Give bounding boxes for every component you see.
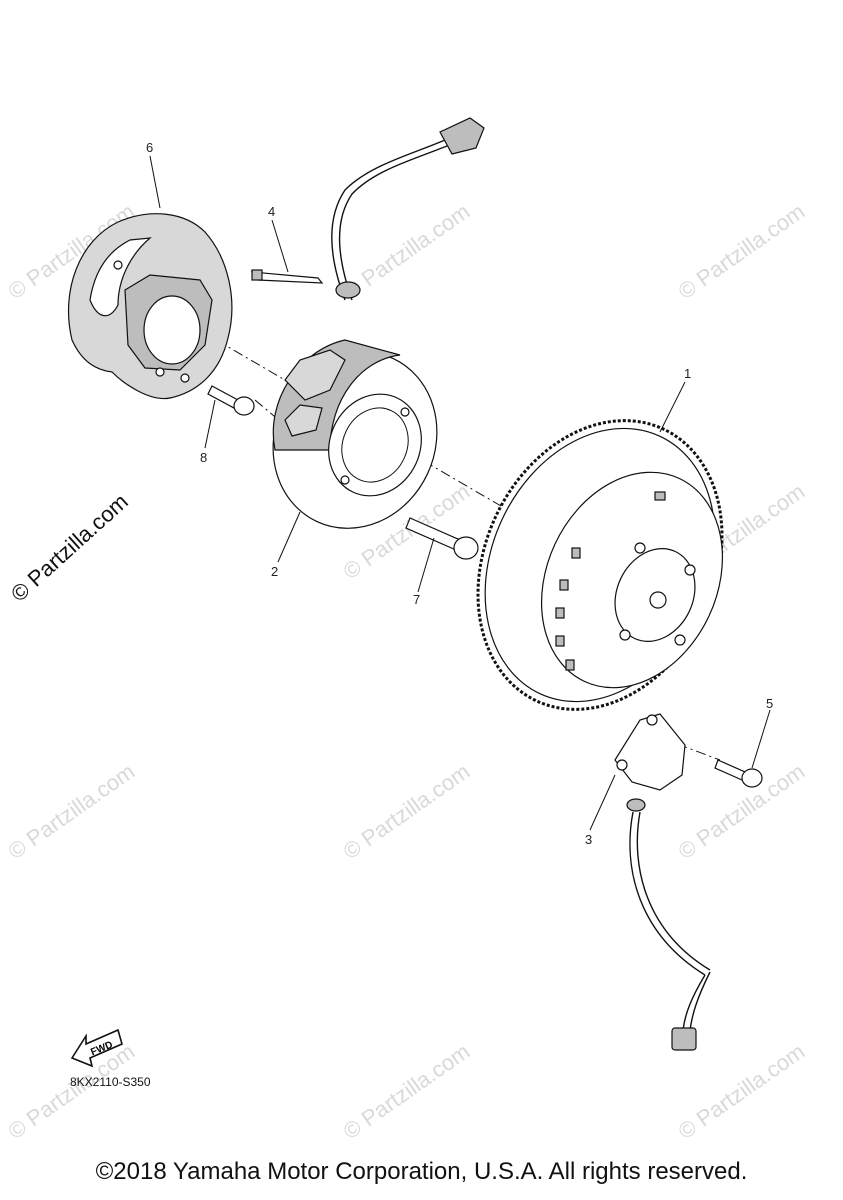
watermark: © Partzilla.com [4,1039,140,1145]
watermark: © Partzilla.com [674,1039,810,1145]
part-2-stator[interactable] [244,325,465,556]
callout-labels: 1 2 3 4 5 6 7 8 [146,140,773,847]
part-7-bolt[interactable] [405,517,479,560]
fwd-arrow-icon: FWD [70,1028,123,1068]
part-1-flywheel-rotor[interactable] [432,380,767,749]
callout-7: 7 [413,592,420,607]
callout-6: 6 [146,140,153,155]
watermark: © Partzilla.com [339,1039,475,1145]
callout-4: 4 [268,204,275,219]
diagram-code: 8KX2110-S350 [70,1075,151,1089]
part-3-pickup-coil[interactable] [614,713,711,1051]
part-4-cable-tie[interactable] [250,269,324,284]
leader-lines [149,155,771,831]
callout-1: 1 [684,366,691,381]
part-5-screw[interactable] [714,759,763,788]
part-6-cover-plate[interactable] [68,213,233,400]
watermark: © Partzilla.com [4,759,140,865]
callout-5: 5 [766,696,773,711]
watermark: © Partzilla.com [339,759,475,865]
stator-lead-wire [331,117,485,301]
watermark: © Partzilla.com [674,199,810,305]
assembly-axis-line [181,319,526,521]
copyright-footer: ©2018 Yamaha Motor Corporation, U.S.A. A… [95,1158,748,1185]
callout-3: 3 [585,832,592,847]
callout-2: 2 [271,564,278,579]
callout-8: 8 [200,450,207,465]
part-8-bolt[interactable] [207,385,255,416]
